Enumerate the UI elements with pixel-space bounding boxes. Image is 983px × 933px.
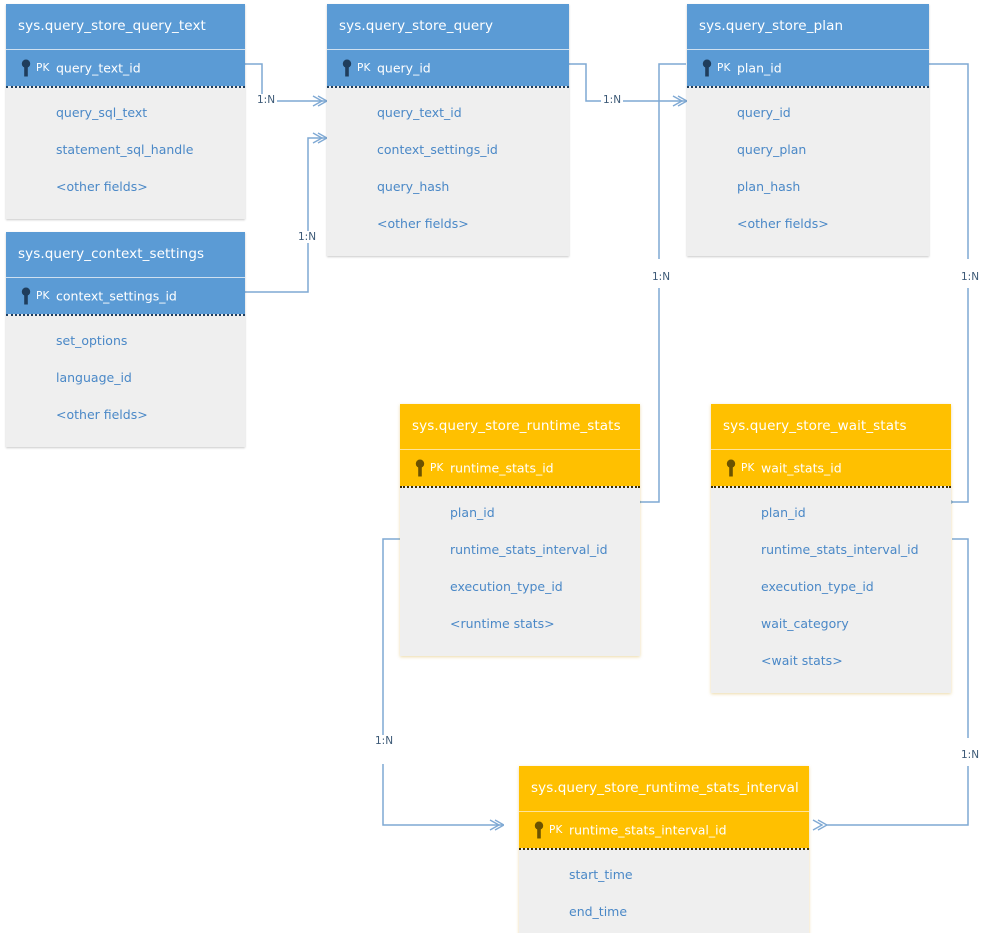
cardinality-label-plan-runtime_stats: 1:N <box>650 271 673 283</box>
field-row: <other fields> <box>377 216 469 231</box>
pk-field-name: context_settings_id <box>56 288 177 304</box>
field-row: language_id <box>56 370 132 385</box>
entity-query-store-runtime-stats-interval[interactable]: sys.query_store_runtime_stats_interval P… <box>519 766 809 933</box>
entity-title: sys.query_context_settings <box>6 232 245 277</box>
field-row: runtime_stats_interval_id <box>761 542 919 557</box>
primary-key-icon <box>415 459 425 477</box>
entity-title: sys.query_store_query_text <box>6 4 245 49</box>
entity-title: sys.query_store_runtime_stats <box>400 404 640 449</box>
field-row: execution_type_id <box>450 579 563 594</box>
primary-key-icon <box>534 821 544 839</box>
field-row: wait_category <box>761 616 849 631</box>
field-row: query_id <box>737 105 791 120</box>
pk-label: PK <box>717 62 731 74</box>
cardinality-label-context_settings-query: 1:N <box>296 231 319 243</box>
connector-context_settings-to-query <box>245 138 326 293</box>
field-row: <wait stats> <box>761 653 843 668</box>
connector-interval-to-wait_stats-2 <box>826 766 969 825</box>
field-row: query_sql_text <box>56 105 148 120</box>
connector-plan-to-wait_stats-2 <box>952 288 969 502</box>
field-row: start_time <box>569 867 633 882</box>
field-row: <runtime stats> <box>450 616 555 631</box>
cardinality-label-query-plan: 1:N <box>601 94 624 106</box>
connector-plan-to-runtime_stats-2 <box>640 288 660 502</box>
pk-field-name: runtime_stats_interval_id <box>569 822 727 838</box>
pk-field-name: runtime_stats_id <box>450 460 554 476</box>
entity-pk-row[interactable]: PK runtime_stats_id <box>400 449 640 486</box>
primary-key-icon <box>702 59 712 77</box>
entity-title: sys.query_store_wait_stats <box>711 404 951 449</box>
connector-plan-to-runtime_stats <box>658 63 686 259</box>
pk-label: PK <box>549 824 563 836</box>
cardinality-label-query_text-query: 1:N <box>255 94 278 106</box>
field-row: <other fields> <box>56 179 148 194</box>
entity-query-store-query[interactable]: sys.query_store_query PK query_id query_… <box>327 4 569 256</box>
field-row: query_hash <box>377 179 450 194</box>
field-row: query_plan <box>737 142 807 157</box>
connector-query-to-plan <box>569 63 686 101</box>
entity-fields: plan_id runtime_stats_interval_id execut… <box>711 486 951 693</box>
field-row: plan_hash <box>737 179 801 194</box>
field-row: query_text_id <box>377 105 462 120</box>
pk-label: PK <box>430 462 444 474</box>
primary-key-icon <box>726 459 736 477</box>
pk-label: PK <box>36 62 50 74</box>
cardinality-label-interval-runtime_stats: 1:N <box>373 735 396 747</box>
field-row: execution_type_id <box>761 579 874 594</box>
entity-fields: set_options language_id <other fields> <box>6 314 245 447</box>
entity-title: sys.query_store_plan <box>687 4 929 49</box>
primary-key-icon <box>21 287 31 305</box>
connector-plan-to-wait_stats <box>929 63 969 259</box>
entity-pk-row[interactable]: PK runtime_stats_interval_id <box>519 811 809 848</box>
pk-label: PK <box>357 62 371 74</box>
pk-field-name: query_id <box>377 60 431 76</box>
primary-key-icon <box>342 59 352 77</box>
entity-query-store-runtime-stats[interactable]: sys.query_store_runtime_stats PK runtime… <box>400 404 640 656</box>
entity-pk-row[interactable]: PK wait_stats_id <box>711 449 951 486</box>
entity-query-context-settings[interactable]: sys.query_context_settings PK context_se… <box>6 232 245 447</box>
entity-fields: query_sql_text statement_sql_handle <oth… <box>6 86 245 219</box>
entity-query-store-plan[interactable]: sys.query_store_plan PK plan_id query_id… <box>687 4 929 256</box>
field-row: end_time <box>569 904 628 919</box>
entity-fields: query_text_id context_settings_id query_… <box>327 86 569 256</box>
entity-fields: query_id query_plan plan_hash <other fie… <box>687 86 929 256</box>
pk-field-name: query_text_id <box>56 60 141 76</box>
field-row: set_options <box>56 333 128 348</box>
cardinality-label-plan-wait_stats: 1:N <box>959 271 982 283</box>
entity-query-store-wait-stats[interactable]: sys.query_store_wait_stats PK wait_stats… <box>711 404 951 693</box>
pk-label: PK <box>36 290 50 302</box>
field-row: <other fields> <box>56 407 148 422</box>
entity-title: sys.query_store_runtime_stats_interval <box>519 766 809 811</box>
entity-query-store-query-text[interactable]: sys.query_store_query_text PK query_text… <box>6 4 245 219</box>
entity-pk-row[interactable]: PK query_id <box>327 49 569 86</box>
field-row: statement_sql_handle <box>56 142 194 157</box>
connector-interval-to-wait_stats <box>952 538 969 738</box>
entity-fields: plan_id runtime_stats_interval_id execut… <box>400 486 640 656</box>
field-row: runtime_stats_interval_id <box>450 542 608 557</box>
field-row: context_settings_id <box>377 142 498 157</box>
entity-fields: start_time end_time <box>519 848 809 933</box>
pk-field-name: plan_id <box>737 60 782 76</box>
connector-interval-to-runtime_stats-2 <box>382 764 503 825</box>
entity-pk-row[interactable]: PK plan_id <box>687 49 929 86</box>
field-row: plan_id <box>761 505 806 520</box>
entity-pk-row[interactable]: PK context_settings_id <box>6 277 245 314</box>
connector-interval-to-runtime_stats <box>382 538 400 736</box>
entity-title: sys.query_store_query <box>327 4 569 49</box>
cardinality-label-interval-wait_stats: 1:N <box>959 749 982 761</box>
pk-label: PK <box>741 462 755 474</box>
field-row: plan_id <box>450 505 495 520</box>
field-row: <other fields> <box>737 216 829 231</box>
entity-pk-row[interactable]: PK query_text_id <box>6 49 245 86</box>
primary-key-icon <box>21 59 31 77</box>
pk-field-name: wait_stats_id <box>761 460 842 476</box>
